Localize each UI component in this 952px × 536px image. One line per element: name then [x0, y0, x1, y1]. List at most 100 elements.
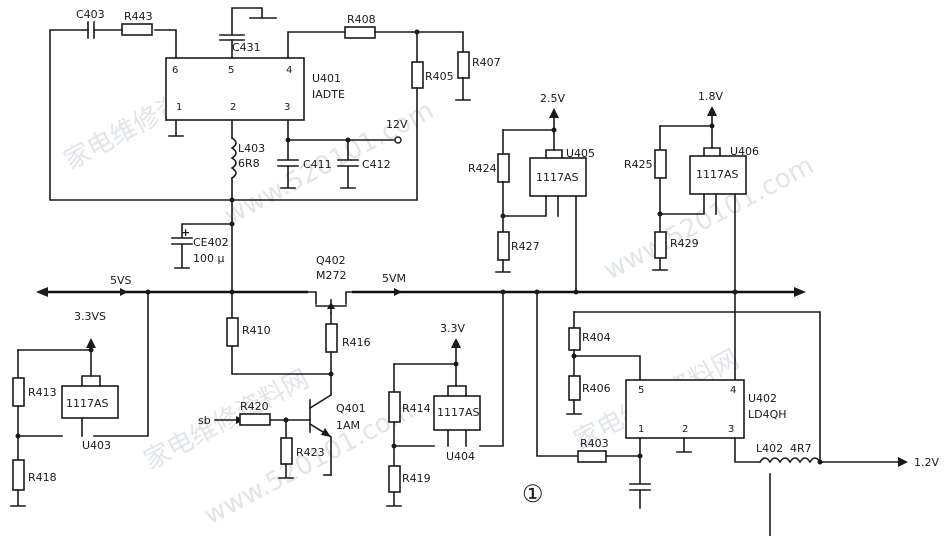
u403-section: 1117AS U403 3.3VS R413 R418: [10, 291, 149, 507]
u402-pin-4: 4: [730, 385, 736, 396]
u402-ic: [625, 379, 745, 439]
r423-label: R423: [296, 446, 325, 459]
3-3vs-label: 3.3VS: [74, 310, 106, 323]
q401-part: 1AM: [336, 419, 360, 432]
2-5v-label: 2.5V: [540, 92, 565, 105]
figure-number: ①: [522, 480, 544, 508]
u401-pin-1: 1: [176, 102, 182, 113]
u401-pin-2: 2: [230, 102, 236, 113]
u405-part: 1117AS: [536, 171, 579, 184]
l403-value: 6R8: [238, 157, 260, 170]
c431-label: C431: [232, 41, 261, 54]
u402-pin-2: 2: [682, 424, 688, 435]
1-2v-label: 1.2V: [914, 456, 939, 469]
q402-label: Q402: [316, 254, 346, 267]
l403-label: L403: [238, 142, 265, 155]
r429-label: R429: [670, 237, 699, 250]
u406-part: 1117AS: [696, 168, 739, 181]
r443-label: R443: [124, 10, 153, 23]
u405-label: U405: [566, 147, 595, 160]
u401-pin-6: 6: [172, 65, 178, 76]
q402-part: M272: [316, 269, 347, 282]
r403-label: R403: [580, 437, 609, 450]
u403-part: 1117AS: [66, 397, 109, 410]
r427-label: R427: [511, 240, 540, 253]
12v-label: 12V: [386, 118, 408, 131]
c412-capacitor: [337, 139, 359, 189]
r429-resistor: [654, 231, 667, 259]
r425-resistor: [654, 149, 667, 179]
r404-label: R404: [582, 331, 611, 344]
l402-label: L402: [756, 442, 783, 455]
u402-part: LD4QH: [748, 408, 787, 421]
12v-terminal: [394, 136, 402, 144]
ce402-value: 100 µ: [193, 252, 225, 265]
u401-ic: [165, 57, 305, 121]
q402-section: Q402 M272 R416 R410 Q401 1AM sb R420 R42…: [198, 254, 371, 479]
r406-label: R406: [582, 382, 611, 395]
c412-label: C412: [362, 158, 391, 171]
u406-label: U406: [730, 145, 759, 158]
u403-label: U403: [82, 439, 111, 452]
r416-label: R416: [342, 336, 371, 349]
u401-section: 6 5 4 1 2 3 U401 IADTE R443 C403 C431 R4…: [49, 7, 501, 291]
r410-label: R410: [242, 324, 271, 337]
q401-label: Q401: [336, 402, 366, 415]
u403-ic: [61, 385, 119, 419]
r405-label: R405: [425, 70, 454, 83]
u402-label: U402: [748, 392, 777, 405]
l402-value: 4R7: [790, 442, 812, 455]
r419-resistor: [388, 465, 401, 493]
u401-pin-3: 3: [284, 102, 290, 113]
r423-resistor: [280, 437, 293, 465]
watermark-layer: 家电维修资料网 家电维修资料网 家电维修资料网 www.520101.com w…: [59, 64, 819, 531]
r408-resistor: [344, 26, 376, 39]
r420-resistor: [239, 413, 271, 426]
c411-capacitor: [277, 139, 299, 189]
r420-label: R420: [240, 400, 269, 413]
u401-pin-5: 5: [228, 65, 234, 76]
ce402-capacitor: [171, 223, 233, 269]
u404-label: U404: [446, 450, 475, 463]
1-8v-label: 1.8V: [698, 90, 723, 103]
u404-ic: [433, 395, 481, 431]
u406-ic: [689, 155, 747, 195]
r414-resistor: [388, 391, 401, 423]
l402-inductor: [758, 457, 822, 464]
c403-label: C403: [76, 8, 105, 21]
r407-resistor: [457, 51, 470, 79]
u406-section: 1117AS U406 1.8V R425 R429: [624, 90, 759, 381]
r418-resistor: [12, 459, 25, 491]
5vs-label: 5VS: [110, 274, 132, 287]
u405-ic: [529, 157, 587, 197]
r414-label: R414: [402, 402, 431, 415]
u402-pin-3: 3: [728, 424, 734, 435]
r413-label: R413: [28, 386, 57, 399]
u402-section: 5 4 1 2 3 U402 LD4QH R404 R406 R403 L402…: [536, 291, 939, 536]
r419-label: R419: [402, 472, 431, 485]
r405-resistor: [411, 61, 424, 89]
r443-resistor: [121, 23, 153, 36]
r407-label: R407: [472, 56, 501, 69]
u401-pin-4: 4: [286, 65, 292, 76]
r425-label: R425: [624, 158, 653, 171]
ce402-label: CE402: [193, 236, 229, 249]
u402-pin-1: 1: [638, 424, 644, 435]
r410-resistor: [226, 317, 239, 347]
r408-label: R408: [347, 13, 376, 26]
3-3v-label: 3.3V: [440, 322, 465, 335]
r403-resistor: [577, 450, 607, 463]
u401-label: U401: [312, 72, 341, 85]
u405-section: 1117AS U405 2.5V R424 R427: [468, 92, 595, 293]
r424-label: R424: [468, 162, 497, 175]
5vm-label: 5VM: [382, 272, 406, 285]
r404-resistor: [568, 327, 581, 351]
u402-pin-5: 5: [638, 385, 644, 396]
u401-part: IADTE: [312, 88, 345, 101]
u404-section: 1117AS U404 3.3V R414 R419: [386, 291, 504, 507]
sb-label: sb: [198, 414, 211, 427]
r406-resistor: [568, 375, 581, 401]
ce402-plus-sign: +: [181, 226, 190, 239]
c411-label: C411: [303, 158, 332, 171]
